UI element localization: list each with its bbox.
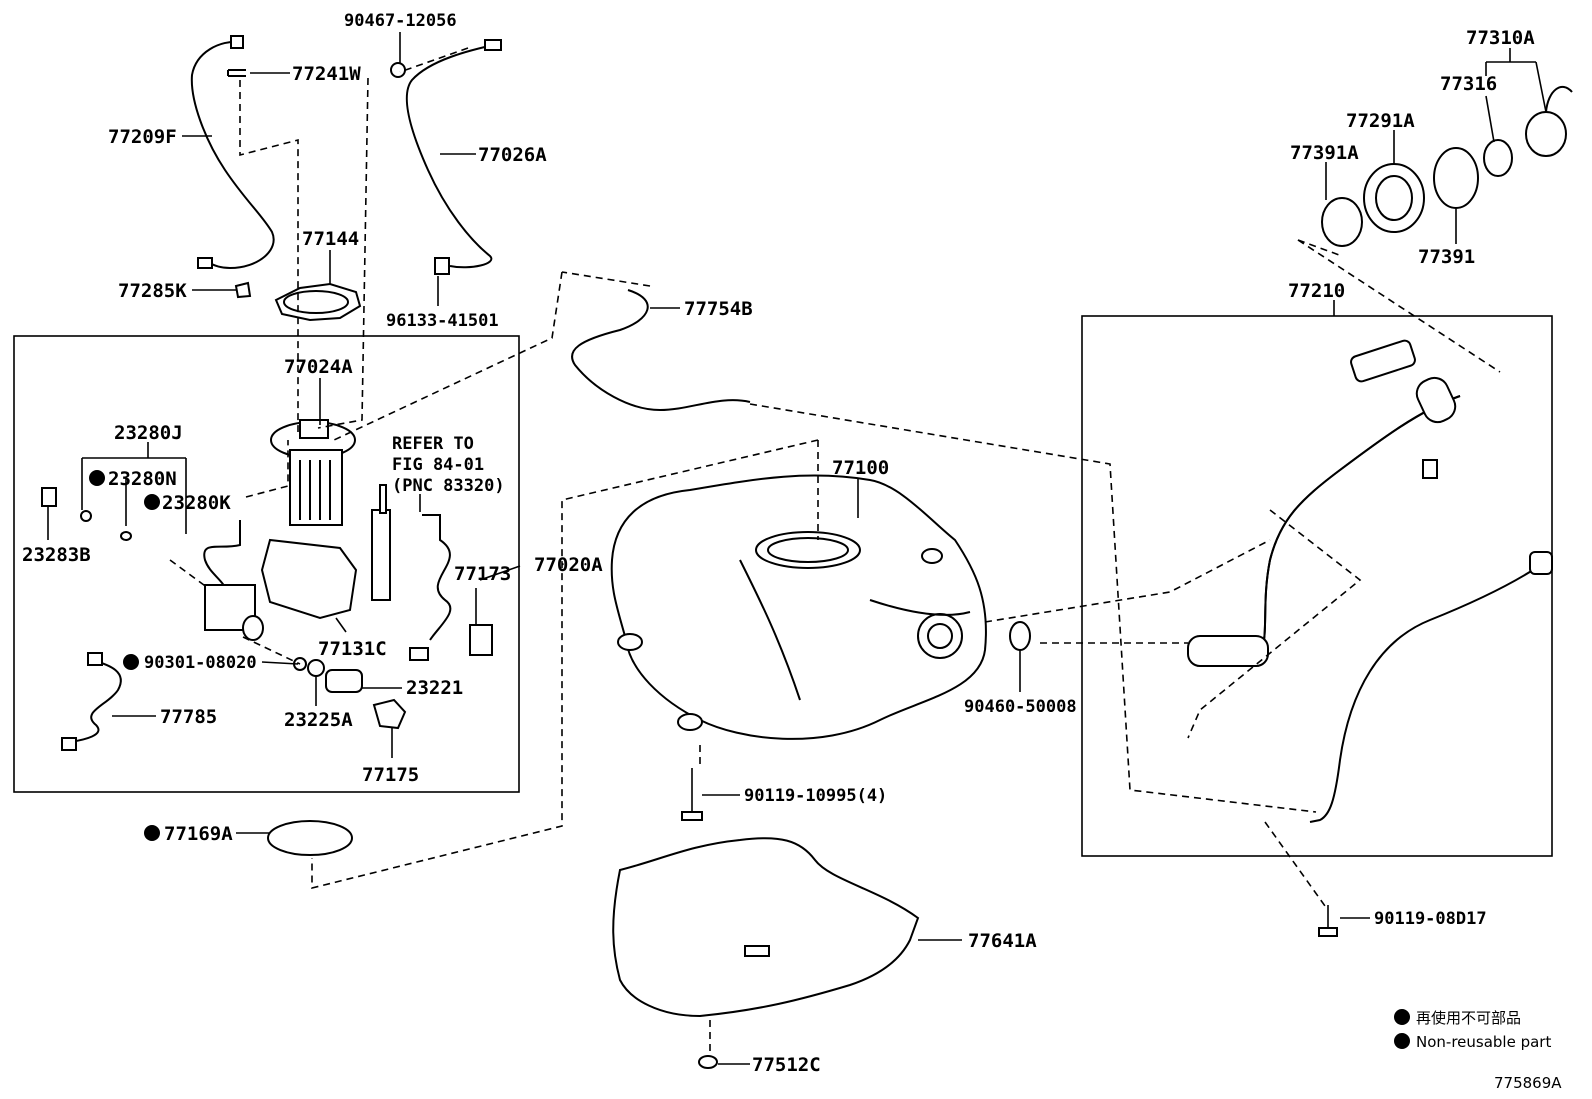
label-77641a: 77641A	[968, 930, 1037, 952]
holder-77175	[372, 698, 407, 730]
label-77100: 77100	[832, 457, 889, 479]
label-77210: 77210	[1288, 280, 1345, 302]
non-reusable-markers	[89, 470, 1410, 1049]
inlet-77291a	[1363, 163, 1425, 233]
label-77131c: 77131C	[318, 638, 387, 660]
label-77391a: 77391A	[1290, 142, 1359, 164]
tube-77209f	[190, 35, 275, 270]
label-refer-line2: FIG 84-01	[392, 455, 484, 475]
label-77512c: 77512C	[752, 1054, 821, 1076]
label-77291a: 77291A	[1346, 110, 1415, 132]
gasket-77391a	[1321, 197, 1363, 247]
clip-77241w	[227, 69, 246, 77]
hose-77754b	[571, 289, 751, 412]
bracket-77131c	[260, 538, 358, 620]
label-77285k: 77285K	[118, 280, 187, 302]
label-77754b: 77754B	[684, 298, 753, 320]
label-77026a: 77026A	[478, 144, 547, 166]
sensor-rod	[371, 509, 391, 601]
leader-lines	[47, 32, 1547, 1065]
label-23280n: 23280N	[108, 468, 177, 490]
bolt-90467-12056	[390, 62, 406, 78]
fuel-gauge-77173	[422, 514, 452, 641]
label-23225a: 23225A	[284, 709, 353, 731]
gasket-77391	[1433, 147, 1479, 209]
clamp-77285k	[234, 281, 252, 299]
label-77024a: 77024A	[284, 356, 353, 378]
filler-pipe-assembly-box	[1081, 315, 1553, 857]
label-77316: 77316	[1440, 73, 1497, 95]
protector-77641a	[612, 837, 920, 1018]
label-23221: 23221	[406, 677, 463, 699]
gasket-77169a	[267, 820, 353, 856]
label-90467-12056: 90467-12056	[344, 11, 457, 31]
label-90460-50008: 90460-50008	[964, 697, 1077, 717]
legend-non-reusable-en: Non-reusable part	[1416, 1033, 1551, 1051]
label-90119-10995: 90119-10995(4)	[744, 786, 887, 806]
label-23280j: 23280J	[114, 422, 183, 444]
fuel-pump-77024a	[270, 419, 356, 526]
label-77173: 77173	[454, 563, 511, 585]
label-77785: 77785	[160, 706, 217, 728]
label-refer-line1: REFER TO	[392, 434, 474, 454]
clip-23283b	[41, 487, 57, 507]
label-refer-line3: (PNC 83320)	[392, 476, 505, 496]
filler-wire	[1309, 559, 1549, 823]
tube-77026a	[405, 39, 502, 275]
cap-77310a	[1525, 85, 1573, 157]
legend-non-reusable-jp: 再使用不可部品	[1416, 1009, 1521, 1027]
label-77241w: 77241W	[292, 63, 361, 85]
fuel-pump-23221	[325, 669, 363, 693]
label-77209f: 77209F	[108, 126, 177, 148]
wire-77785	[69, 659, 122, 743]
label-77169a: 77169A	[164, 823, 233, 845]
ring-77316	[1483, 139, 1513, 177]
label-90119-08d17: 90119-08D17	[1374, 909, 1487, 929]
fuel-pump-assembly-box	[13, 335, 520, 793]
figure-id: 775869A	[1494, 1074, 1562, 1092]
regulator	[203, 520, 241, 596]
reference-lines	[169, 47, 1501, 1054]
label-77310a: 77310A	[1466, 27, 1535, 49]
bolt-90119-08d17	[1318, 905, 1338, 937]
label-23283b: 23283B	[22, 544, 91, 566]
label-96133-41501: 96133-41501	[386, 311, 499, 331]
bolt-90119-10995	[681, 768, 703, 821]
fuel-tank-77100	[610, 474, 987, 740]
label-77020a: 77020A	[534, 554, 603, 576]
label-23280k: 23280K	[162, 492, 231, 514]
clamp-90460-50008	[1009, 621, 1031, 651]
filler-pipe-77210	[1187, 339, 1461, 667]
label-77391: 77391	[1418, 246, 1475, 268]
label-77175: 77175	[362, 764, 419, 786]
label-90301-08020: 90301-08020	[144, 653, 257, 673]
clip-77512c	[698, 1055, 718, 1069]
oring-23280n	[80, 510, 92, 522]
label-77144: 77144	[302, 228, 359, 250]
